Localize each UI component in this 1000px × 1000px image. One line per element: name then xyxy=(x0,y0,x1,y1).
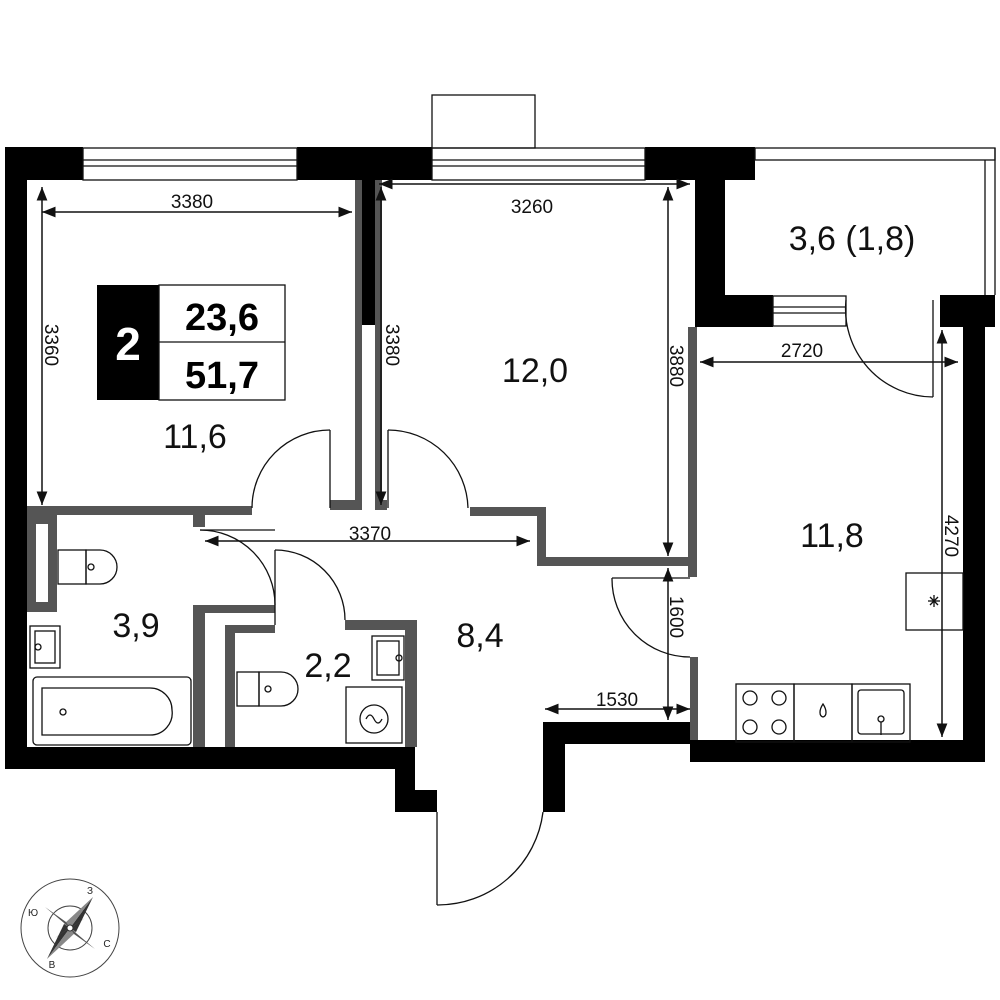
dimension-lines xyxy=(36,178,958,737)
sink-bathroom xyxy=(29,625,61,669)
counter xyxy=(793,683,853,743)
total-area: 51,7 xyxy=(185,355,259,397)
outer-walls xyxy=(5,147,995,812)
room-area-bathroom: 3,9 xyxy=(112,607,159,645)
stove xyxy=(735,683,795,743)
room-area-balcony: 3,6 (1,8) xyxy=(789,220,916,258)
room-area-bedroom-center: 12,0 xyxy=(502,352,568,390)
room-area-bedroom-left: 11,6 xyxy=(163,418,227,456)
dim-3380-top: 3380 xyxy=(171,192,213,213)
sink-kitchen xyxy=(851,683,911,743)
area-badge xyxy=(97,284,286,401)
dim-3260: 3260 xyxy=(511,197,553,218)
room-area-wc: 2,2 xyxy=(304,647,351,685)
dim-3380-vert: 3380 xyxy=(381,324,402,366)
toilet-bathroom xyxy=(57,549,118,585)
dim-2720: 2720 xyxy=(781,341,823,362)
dim-3360: 3360 xyxy=(40,324,61,366)
ventilation-shaft xyxy=(905,572,964,631)
sink-wc xyxy=(371,635,405,681)
dim-3370: 3370 xyxy=(349,524,391,545)
compass-e: С xyxy=(103,939,110,950)
doors xyxy=(199,299,934,906)
bathtub xyxy=(32,676,192,746)
dim-3880: 3880 xyxy=(665,345,686,387)
rooms-count: 2 xyxy=(115,318,141,370)
compass-n: З xyxy=(87,886,93,897)
washing-machine-icon xyxy=(345,686,403,744)
dim-4270: 4270 xyxy=(940,515,961,557)
compass-s: В xyxy=(49,960,56,971)
compass-w: Ю xyxy=(28,908,38,919)
toilet-wc xyxy=(236,671,299,707)
dim-1600: 1600 xyxy=(665,596,686,638)
living-area: 23,6 xyxy=(185,297,259,339)
room-area-kitchen: 11,8 xyxy=(800,517,864,555)
room-area-hall: 8,4 xyxy=(456,617,503,655)
dim-1530: 1530 xyxy=(596,690,638,711)
compass-icon xyxy=(20,878,120,978)
